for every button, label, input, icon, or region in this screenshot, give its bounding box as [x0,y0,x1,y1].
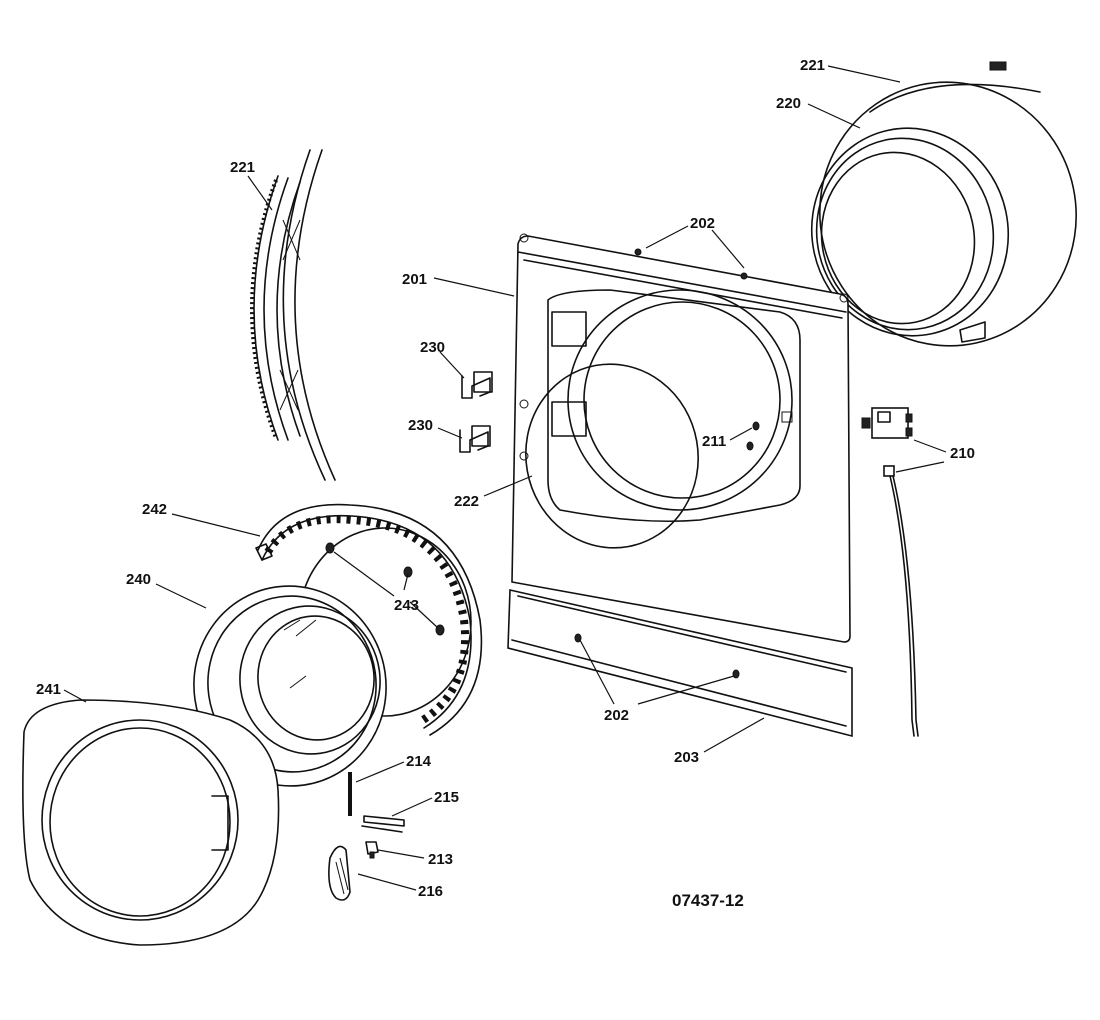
part-241-door-trim [22,699,280,946]
part-213-clip [365,841,379,859]
callout-221-left: 221 [230,159,255,176]
part-220-door-gasket-ring [810,61,1077,347]
part-210-door-lock [861,407,919,737]
callout-230-lower: 230 [408,417,433,434]
callout-203: 203 [674,749,699,766]
callout-210: 210 [950,445,975,462]
callout-213: 213 [428,851,453,868]
callout-214: 214 [406,753,432,770]
callout-221-right: 221 [800,57,825,74]
callout-215: 215 [434,789,459,806]
callout-202-bottom: 202 [604,707,629,724]
callout-211: 211 [702,433,726,450]
part-222-ring [525,363,699,549]
callout-216: 216 [418,883,443,900]
part-230-hinge-upper [461,371,493,399]
part-211-screws [746,421,760,451]
callout-230-upper: 230 [420,339,445,356]
part-215-lever [361,815,405,833]
callout-222: 222 [454,493,479,510]
part-230-hinge-lower [459,425,491,453]
callout-220: 220 [776,95,801,112]
part-201-front-panel [511,233,851,643]
callout-201: 201 [402,271,427,288]
callout-241: 241 [36,681,61,698]
part-203-kick-panel [507,589,853,738]
callout-240: 240 [126,571,151,588]
figure-reference-number: 07437-12 [672,891,744,910]
part-216-handle [328,845,351,901]
part-221-gasket-strip [250,149,336,481]
callout-242: 242 [142,501,167,518]
callout-243: 243 [394,597,419,614]
callout-202-top: 202 [690,215,715,232]
leader-lines [63,65,947,891]
